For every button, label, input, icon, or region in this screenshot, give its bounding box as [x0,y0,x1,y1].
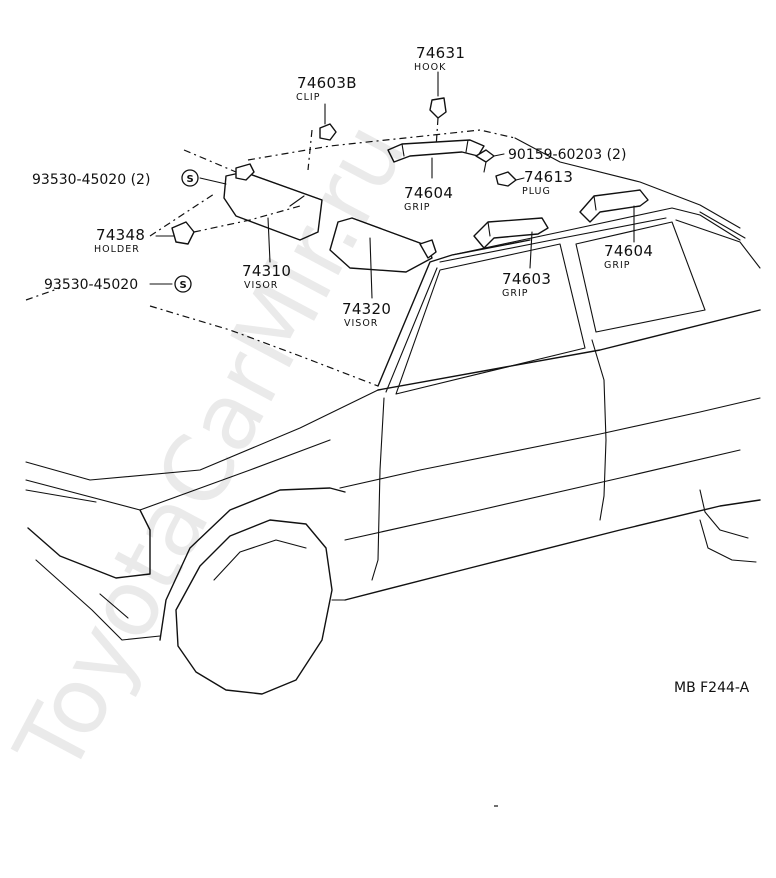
label-screw-number: 90159-60203 (2) [508,147,626,163]
label-grip-center-number: 74604 [404,184,453,202]
hook-icon [429,97,447,119]
label-grip-front-number: 74603 [502,270,551,288]
watermark-text: ToyotaCarMir.ru [0,106,427,791]
label-plug-number: 74613 [524,168,573,186]
visor-holder-icon [171,221,195,245]
diagram-code: MB F244-A [674,680,750,696]
label-visor-lh-number: 74310 [242,262,291,280]
label-grip-rear-name: GRIP [604,260,631,271]
visor-bracket-icon [235,163,255,181]
label-screw-upper-number: 93530-45020 (2) [32,172,150,188]
grip-rear-icon [579,189,649,223]
label-holder-number: 74348 [96,226,145,244]
label-hook-name: HOOK [414,62,446,73]
plug-icon [495,171,517,187]
leader-lines [149,71,635,299]
label-grip-front-name: GRIP [502,288,529,299]
label-clip-number: 74603B [297,74,357,92]
label-clip-name: CLIP [296,92,320,103]
label-plug-name: PLUG [522,186,551,197]
svg-text:S: S [180,280,187,291]
s-symbol-lower-icon: S [174,275,192,293]
label-screw-lower-number: 93530-45020 [44,277,138,293]
svg-text:S: S [187,174,194,185]
grip-front-icon [473,217,549,249]
s-symbol-upper-icon: S [181,169,199,187]
label-holder-name: HOLDER [94,244,140,255]
clip-icon [319,123,337,141]
car-body-outline [25,129,761,807]
label-grip-rear-number: 74604 [604,242,653,260]
label-visor-rh-number: 74320 [342,300,391,318]
label-visor-lh-name: VISOR [244,280,278,291]
label-grip-center-name: GRIP [404,202,431,213]
label-visor-rh-name: VISOR [344,318,378,329]
label-hook-number: 74631 [416,44,465,62]
